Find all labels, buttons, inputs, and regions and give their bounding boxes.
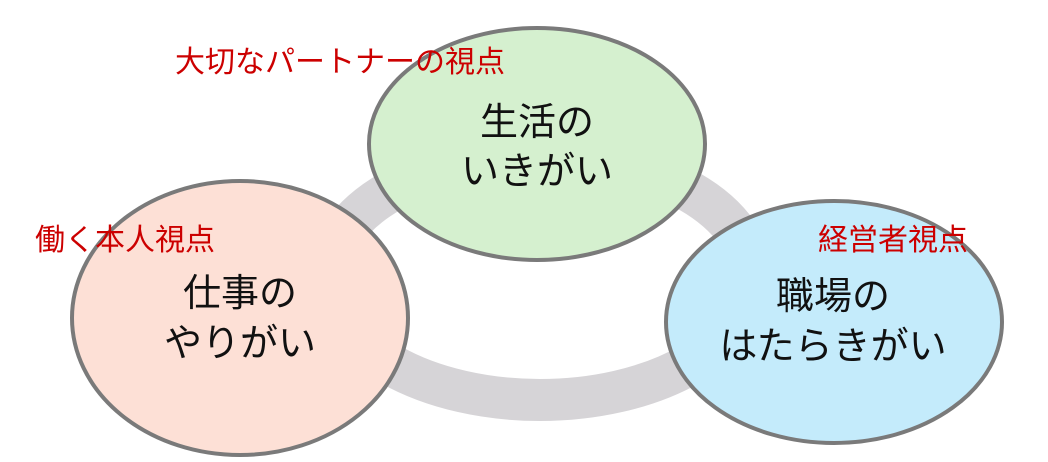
- node-work: 仕事の やりがい: [70, 179, 410, 457]
- life-ellipse: [367, 26, 707, 262]
- self-perspective-label: 働く本人視点: [35, 223, 215, 258]
- workplace-line2: はたらきがい: [719, 324, 946, 368]
- workplace-line1: 職場の: [776, 274, 890, 318]
- work-line1: 仕事の: [183, 271, 297, 315]
- node-workplace: 職場の はたらきがい: [664, 199, 1004, 445]
- life-line1: 生活の: [480, 100, 594, 144]
- life-line2: いきがい: [461, 149, 613, 193]
- work-ellipse: [70, 179, 410, 457]
- node-life: 生活の いきがい: [367, 26, 707, 262]
- manager-perspective-label: 経営者視点: [818, 223, 968, 258]
- partner-perspective-label: 大切なパートナーの視点: [175, 45, 505, 80]
- workplace-ellipse: [664, 199, 1004, 445]
- work-line2: やりがい: [164, 321, 316, 365]
